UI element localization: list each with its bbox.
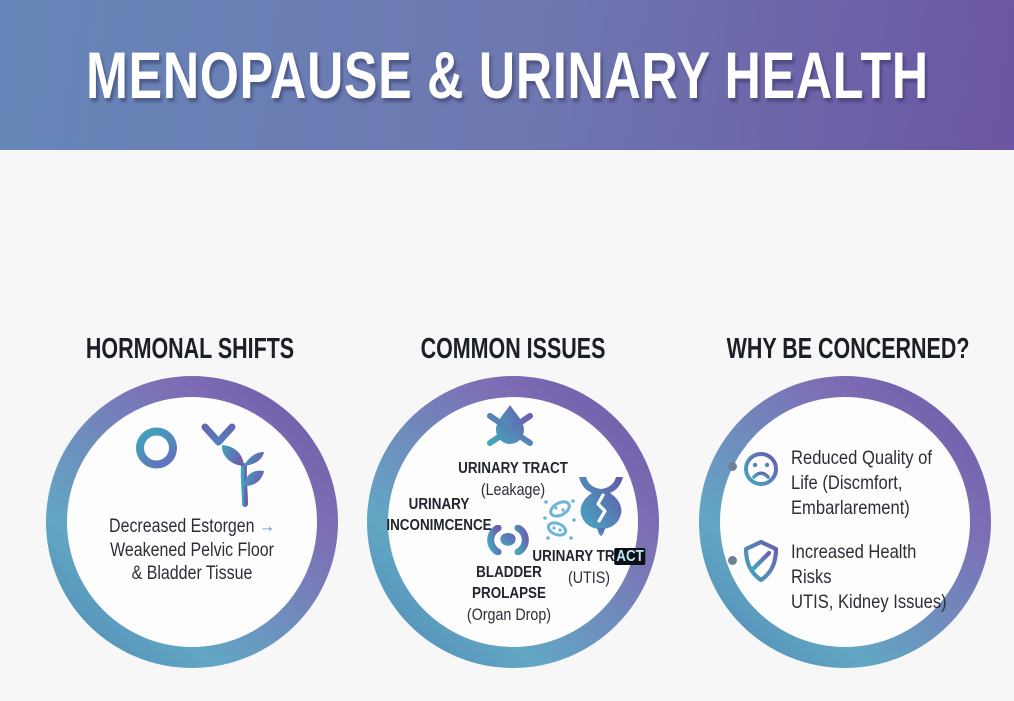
sad-face-icon	[744, 452, 778, 486]
heading-hormonal-shifts: HORMONAL SHIFTS	[85, 333, 295, 365]
glitch-text: ACT	[614, 548, 646, 565]
bullet1-line-1: Reduced Quality of	[791, 447, 932, 469]
urinary-incontinence-label: URINARY INCONIMCENCE	[379, 494, 500, 536]
leakage-sub-label: (Leakage)	[480, 480, 546, 499]
reduced-quality-text: Reduced Quality of Life (Discmfort, Emba…	[791, 446, 953, 521]
prolapse-line-2: PROLAPSE	[472, 585, 546, 602]
increased-risks-text: Increased Health Risks UTIS, Kidney Issu…	[791, 540, 961, 615]
sprouting-plant-icon	[208, 445, 282, 508]
hormonal-shifts-description: Decreased Estorgen → Weakened Pelvic Flo…	[69, 515, 314, 586]
bullet-dot	[728, 462, 737, 471]
decrease-arrow-icon	[201, 407, 236, 446]
bullet2-line-1: Increased Health Risks	[791, 541, 917, 588]
female-symbol-icon	[134, 427, 179, 508]
shield-slash-icon	[743, 540, 779, 582]
bullet-dot	[728, 556, 737, 565]
heading-why-be-concerned: WHY BE CONCERNED?	[726, 333, 970, 365]
bladder-prolapse-icon	[487, 525, 529, 555]
prolapse-line-1: BLADDER	[476, 564, 542, 581]
circle-why-be-concerned: Reduced Quality of Life (Discmfort, Emba…	[699, 376, 991, 668]
page-title: MENOPAUSE & URINARY HEALTH	[85, 38, 929, 112]
description-line-1: Decreased Estorgen →	[109, 516, 275, 537]
crossed-droplet-icon	[487, 405, 533, 446]
right-arrow-glyph: →	[258, 516, 275, 537]
bullet1-line-2: Life (Discmfort,	[791, 472, 903, 494]
bullet2-line-2: UTIS, Kidney Issues)	[791, 591, 947, 613]
circle-common-issues: URINARY TRACT (Leakage) URINARY INCONIMC…	[367, 376, 659, 668]
heading-common-issues: COMMON ISSUES	[420, 333, 606, 365]
bacteria-icon	[543, 499, 576, 540]
circle-hormonal-shifts: Decreased Estorgen → Weakened Pelvic Flo…	[46, 376, 338, 668]
description-line-2: Weakened Pelvic Floor	[110, 539, 274, 561]
uti-sub-label: (UTIS)	[567, 568, 611, 587]
incontinence-line-2: INCONIMCENCE	[386, 517, 492, 534]
cracked-bladder-icon	[579, 477, 623, 536]
prolapse-sub-label: (Organ Drop)	[466, 605, 552, 624]
description-line-3: & Bladder Tissue	[131, 563, 253, 584]
bladder-prolapse-label: BLADDER PROLAPSE (Organ Drop)	[442, 562, 576, 625]
incontinence-line-1: URINARY	[408, 496, 470, 513]
urinary-tract-leakage-label: URINARY TRACT (Leakage)	[390, 458, 635, 500]
header-banner: MENOPAUSE & URINARY HEALTH	[0, 0, 1014, 150]
bullet1-line-3: Embarlarement)	[791, 497, 910, 519]
leakage-label-line: URINARY TRACT	[458, 460, 568, 477]
